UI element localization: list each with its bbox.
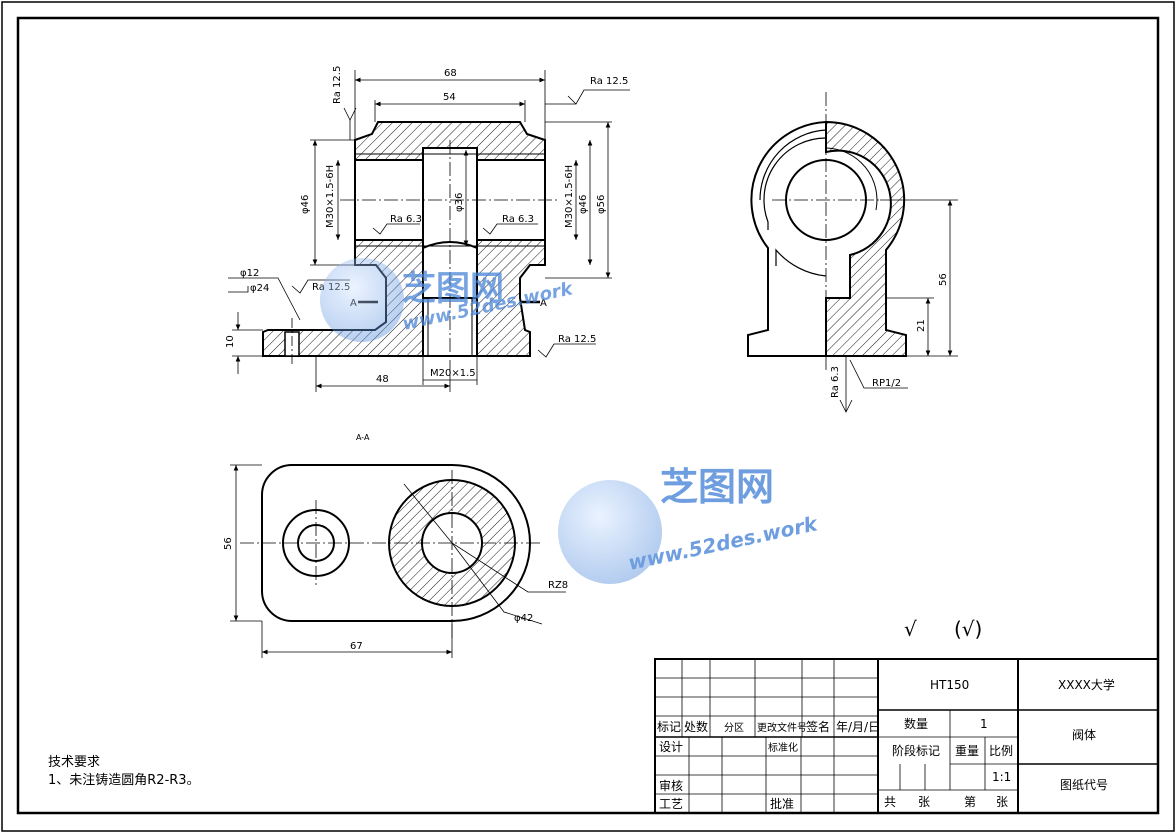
row-zone: 分区	[724, 722, 744, 734]
tech-item-1: 1、未注铸造圆角R2-R3。	[48, 772, 200, 788]
dim-section-56: 56	[223, 537, 234, 550]
dim-54: 54	[443, 92, 456, 103]
dim-rz8: RZ8	[548, 580, 568, 591]
side-view-dimensions	[839, 199, 958, 413]
dim-left-thread: M30×1.5-6H	[325, 165, 336, 228]
sheet-no-label: 第	[964, 795, 976, 809]
row-marker: 标记	[657, 720, 681, 734]
stage-label: 阶段标记	[892, 743, 940, 758]
ra-inner-right: Ra 6.3	[502, 214, 534, 225]
dim-right-phi56: φ56	[596, 195, 607, 214]
scale-label: 比例	[989, 744, 1013, 758]
dim-m20: M20×1.5	[430, 368, 476, 379]
dim-phi12: φ12	[240, 268, 259, 279]
drawing-no-label: 图纸代号	[1060, 778, 1108, 792]
front-view-labels: 68 54 φ46 M30×1.5-6H φ36 M30×1.5-6H φ46 …	[225, 66, 628, 385]
dim-side-56: 56	[938, 273, 949, 286]
school-name: XXXX大学	[1058, 677, 1115, 692]
ra-base: Ra 12.5	[558, 334, 596, 345]
approve-label: 批准	[770, 796, 794, 811]
section-view	[240, 464, 540, 640]
section-view-dimensions	[230, 464, 566, 658]
sheets-unit-1: 张	[918, 795, 930, 809]
qty-label: 数量	[904, 716, 928, 731]
globe-icon	[558, 480, 662, 584]
dim-phi36: φ36	[454, 193, 465, 212]
dim-phi24: φ24	[250, 283, 269, 294]
dim-rp12: RP1/2	[872, 378, 901, 389]
design-label: 设计	[659, 740, 683, 754]
globe-icon	[320, 258, 404, 342]
ra-side-bottom: Ra 6.3	[830, 366, 841, 398]
dim-right-phi46: φ46	[578, 195, 589, 214]
front-view-dimensions	[228, 70, 630, 392]
standardize-label: 标准化	[768, 741, 798, 754]
watermark-1: 芝图网 www.52des.work	[320, 258, 575, 342]
row-date: 年/月/日	[836, 720, 880, 734]
front-view	[262, 121, 560, 370]
process-label: 工艺	[659, 797, 683, 811]
review-label: 审核	[659, 778, 683, 793]
roughness-symbol: √	[904, 617, 917, 641]
title-block-text: HT150 XXXX大学 阀体 图纸代号 数量 1 阶段标记 重量 比例 1:1…	[657, 677, 1115, 811]
watermark-2: 芝图网 www.52des.work	[558, 465, 821, 584]
dim-68: 68	[444, 68, 457, 79]
side-view	[747, 92, 907, 370]
part-name: 阀体	[1072, 728, 1096, 742]
sheets-total-label: 共	[884, 795, 896, 809]
dim-section-67: 67	[350, 641, 363, 652]
ra-top-right: Ra 12.5	[590, 76, 628, 87]
dim-left-phi46: φ46	[300, 195, 311, 214]
section-mark-right: A	[540, 298, 547, 309]
section-title: A-A	[356, 433, 370, 442]
dim-phi42: φ42	[514, 613, 533, 624]
scale-value: 1:1	[992, 770, 1011, 784]
tech-requirements: 技术要求 1、未注铸造圆角R2-R3。	[48, 755, 200, 788]
sheets-unit-2: 张	[996, 795, 1008, 809]
section-view-labels: A-A 56 67 RZ8 φ42	[223, 433, 568, 652]
tech-title: 技术要求	[48, 755, 100, 770]
ra-inner-left: Ra 6.3	[390, 214, 422, 225]
material: HT150	[930, 678, 969, 692]
row-sign: 签名	[806, 719, 830, 734]
row-change-doc: 更改文件号	[757, 721, 807, 734]
ra-top-left: Ra 12.5	[332, 66, 343, 104]
general-roughness: √ (√)	[904, 617, 982, 641]
side-view-labels: 56 21 RP1/2 Ra 6.3	[830, 273, 949, 398]
dim-side-21: 21	[916, 319, 927, 332]
dim-48: 48	[376, 374, 389, 385]
watermark-brand-1: 芝图网	[402, 269, 504, 309]
weight-label: 重量	[955, 744, 979, 758]
dim-10: 10	[225, 335, 236, 348]
qty-value: 1	[980, 717, 988, 731]
row-count: 处数	[684, 719, 708, 734]
dim-right-thread: M30×1.5-6H	[564, 165, 575, 228]
roughness-bracket: (√)	[954, 617, 982, 641]
inner-border	[16, 16, 1160, 815]
watermark-brand-2: 芝图网	[660, 465, 774, 509]
title-block	[654, 658, 1159, 814]
